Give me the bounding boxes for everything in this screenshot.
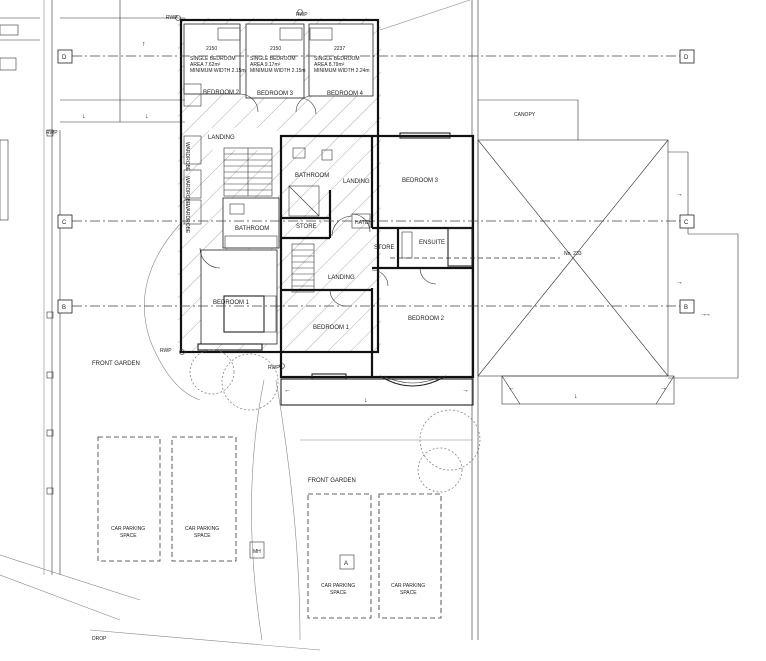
section-c-right: C (684, 220, 689, 226)
room-ref-2: 2150 (270, 46, 281, 52)
canopy-label: CANOPY (514, 112, 536, 118)
section-b-left: B (62, 305, 66, 311)
svg-text:↓: ↓ (364, 397, 368, 404)
parking-label-3b: SPACE (330, 590, 347, 596)
rwp-label-3: RWP (160, 348, 172, 354)
room-note-3c: MINIMUM WIDTH 2.24m (314, 68, 370, 74)
svg-text:←: ← (508, 385, 515, 392)
neighbour-house: No. 233 CANOPY → → → ← → ↓ (390, 99, 739, 405)
existing-bedroom3-label: BEDROOM 3 (257, 91, 294, 97)
room-note-1c: MINIMUM WIDTH 2.15m (190, 68, 246, 74)
proposed-store-label-2: STORE (374, 245, 395, 251)
parking-label-4b: SPACE (400, 590, 417, 596)
section-b-right: B (684, 305, 688, 311)
proposed-landing-label: LANDING (343, 179, 370, 185)
parking-bays: CAR PARKING SPACE CAR PARKING SPACE CAR … (92, 436, 442, 642)
existing-bathroom-label: BATHROOM (235, 226, 269, 232)
room-note-3a: SINGLE BEDROOM (314, 56, 360, 62)
svg-text:↑: ↑ (142, 41, 146, 48)
room-note-1a: SINGLE BEDROOM (190, 56, 236, 62)
rwp-label-4: RWP (268, 365, 280, 371)
existing-room-notes: 2150 SINGLE BEDROOM AREA 7.62m² MINIMUM … (92, 46, 370, 367)
svg-text:→: → (660, 385, 667, 392)
existing-landing-label: LANDING (208, 135, 235, 141)
proposed-bathroom-label: BATHROOM (295, 173, 329, 179)
proposed-bedroom3-label: BEDROOM 3 (402, 178, 439, 184)
garden-paths (144, 223, 472, 641)
svg-text:→: → (462, 387, 469, 394)
parking-label-2b: SPACE (194, 533, 211, 539)
manhole-label: MH (253, 549, 261, 555)
svg-text:↓: ↓ (574, 393, 578, 400)
existing-bedroom4-label: BEDROOM 4 (327, 91, 364, 97)
section-c-left: C (62, 220, 67, 226)
svg-text:→: → (700, 311, 707, 318)
parking-label-4a: CAR PARKING (391, 583, 425, 589)
section-markers: D D C C B B ↑ ↓ ↓ → (57, 41, 707, 318)
wardrobe-label-1: WARDROBE (184, 176, 190, 206)
parking-label-2a: CAR PARKING (185, 526, 219, 532)
proposed-bedroom2-label: BEDROOM 2 (408, 316, 445, 322)
proposed-hatch-label: HATCH (355, 220, 372, 226)
room-ref-3: 2237 (334, 46, 345, 52)
wardrobe-label-3: WARDROBE (184, 142, 190, 172)
proposed-ensuite-label: ENSUITE (419, 240, 445, 246)
proposed-bedroom1-label: BEDROOM 1 (313, 325, 350, 331)
room-note-2a: SINGLE BEDROOM (250, 56, 296, 62)
svg-text:→: → (704, 311, 711, 318)
section-d-left: D (62, 55, 67, 61)
parking-label-3a: CAR PARKING (321, 583, 355, 589)
svg-text:↓: ↓ (145, 113, 149, 120)
existing-front-garden-label: FRONT GARDEN (92, 361, 140, 367)
proposed-room-labels: BATHROOM LANDING BEDROOM 3 STORE HATCH S… (295, 173, 445, 484)
room-note-2b: AREA 9.17m² (250, 62, 281, 68)
svg-text:↓: ↓ (82, 113, 86, 120)
rwp-label-1: RWP (166, 15, 178, 21)
existing-house-plan (175, 9, 381, 369)
proposed-extension-plan: ← → ↓ (279, 132, 475, 406)
rwp-labels: RWP RWP RWP RWP RWP (46, 12, 308, 371)
svg-text:→: → (676, 279, 683, 286)
svg-text:←: ← (284, 387, 291, 394)
parking-label-1b: SPACE (120, 533, 137, 539)
proposed-landing2-label: LANDING (328, 275, 355, 281)
wardrobe-label-2: WARDROBE (184, 204, 190, 234)
proposed-front-garden-label: FRONT GARDEN (308, 478, 356, 484)
room-ref-1: 2150 (206, 46, 217, 52)
rwp-label-5: RWP (46, 130, 58, 136)
section-d-right: D (684, 55, 689, 61)
parking-label-1a: CAR PARKING (111, 526, 145, 532)
proposed-store-label-1: STORE (296, 224, 317, 230)
drop-kerb-label: DROP (92, 636, 107, 642)
trees (189, 349, 481, 493)
room-note-2c: MINIMUM WIDTH 2.15m (250, 68, 306, 74)
room-note-1b: AREA 7.62m² (190, 62, 221, 68)
neighbour-label: No. 233 (564, 251, 582, 257)
existing-bedroom2-label: BEDROOM 2 (203, 90, 240, 96)
svg-text:→: → (676, 191, 683, 198)
rwp-label-2: RWP (296, 12, 308, 18)
room-note-3b: AREA 8.79m² (314, 62, 345, 68)
marker-a-label: A (344, 561, 348, 567)
existing-bedroom1-label: BEDROOM 1 (213, 300, 250, 306)
